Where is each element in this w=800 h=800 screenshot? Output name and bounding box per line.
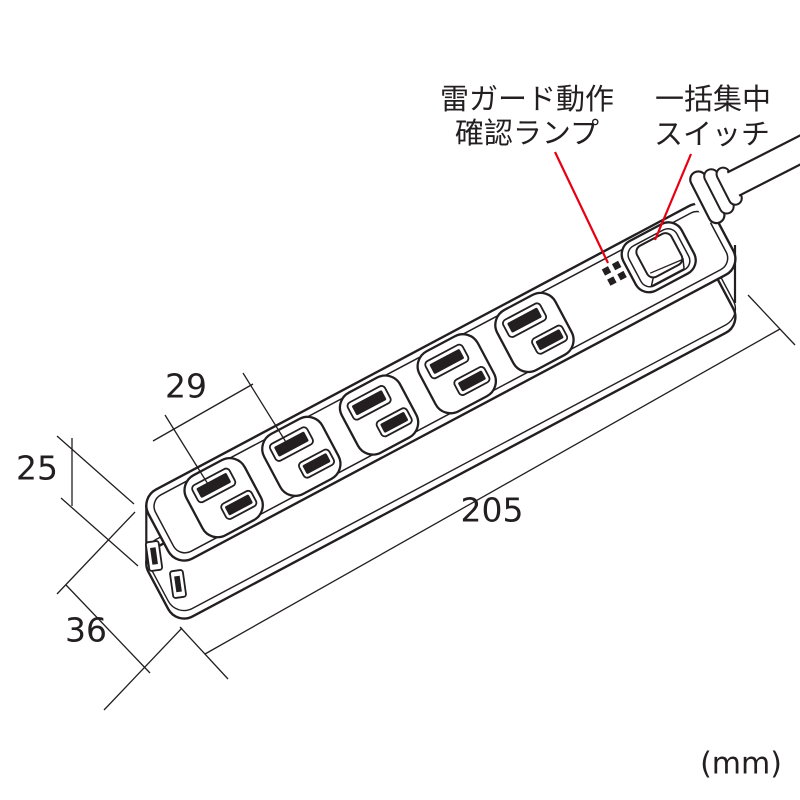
ext-line (56, 511, 136, 595)
dim-line (65, 584, 151, 674)
dimension-outlet-pitch (152, 372, 290, 490)
unit-label: (mm) (700, 747, 782, 782)
dim-205-label: 205 (461, 491, 524, 530)
ext-line (60, 497, 139, 567)
end-face-slot-lower (169, 569, 187, 599)
ext-line (103, 627, 183, 711)
switch-rocker (635, 232, 684, 279)
indicator-dot (617, 270, 627, 281)
surge-lamp-indicator-dots (601, 260, 627, 286)
strip-top-face (145, 202, 737, 562)
cord-lower-line (738, 128, 800, 197)
dimension-body-length (179, 294, 796, 680)
ext-line (179, 626, 229, 680)
dim-36-label: 36 (65, 611, 107, 650)
switch-rocker-crease (649, 259, 682, 274)
ext-line (747, 294, 796, 346)
dim-25-label: 25 (16, 449, 58, 488)
ext-line (56, 435, 135, 505)
ext-line (164, 414, 212, 490)
dimension-body-depth (56, 511, 183, 711)
dim-29-label: 29 (165, 367, 207, 406)
end-face-slot-upper (144, 540, 164, 572)
surge-lamp-label-line1: 雷ガード動作 (440, 82, 614, 116)
switch-leader-line (653, 153, 693, 241)
cord-upper-line (726, 105, 800, 174)
indicator-dot (611, 260, 622, 271)
cord-fill (727, 106, 800, 196)
dimension-body-height (56, 435, 139, 567)
surge-lamp-label-line2: 確認ランプ (455, 116, 599, 150)
switch-label-line2: スイッチ (654, 117, 770, 151)
master-switch (620, 221, 697, 294)
callout-surge-lamp: 雷ガード動作 確認ランプ (440, 82, 614, 264)
switch-rocker-skirt (650, 257, 685, 288)
dim-line (152, 383, 254, 442)
switch-recess-inner (627, 227, 691, 288)
power-cord (683, 105, 800, 226)
switch-label-line1: 一括集中 (655, 82, 771, 116)
callout-master-switch: 一括集中 スイッチ (653, 82, 771, 241)
indicator-dot (601, 266, 612, 276)
surge-lamp-leader-line (554, 151, 609, 264)
dim-line (204, 328, 781, 655)
indicator-dot (607, 276, 617, 286)
